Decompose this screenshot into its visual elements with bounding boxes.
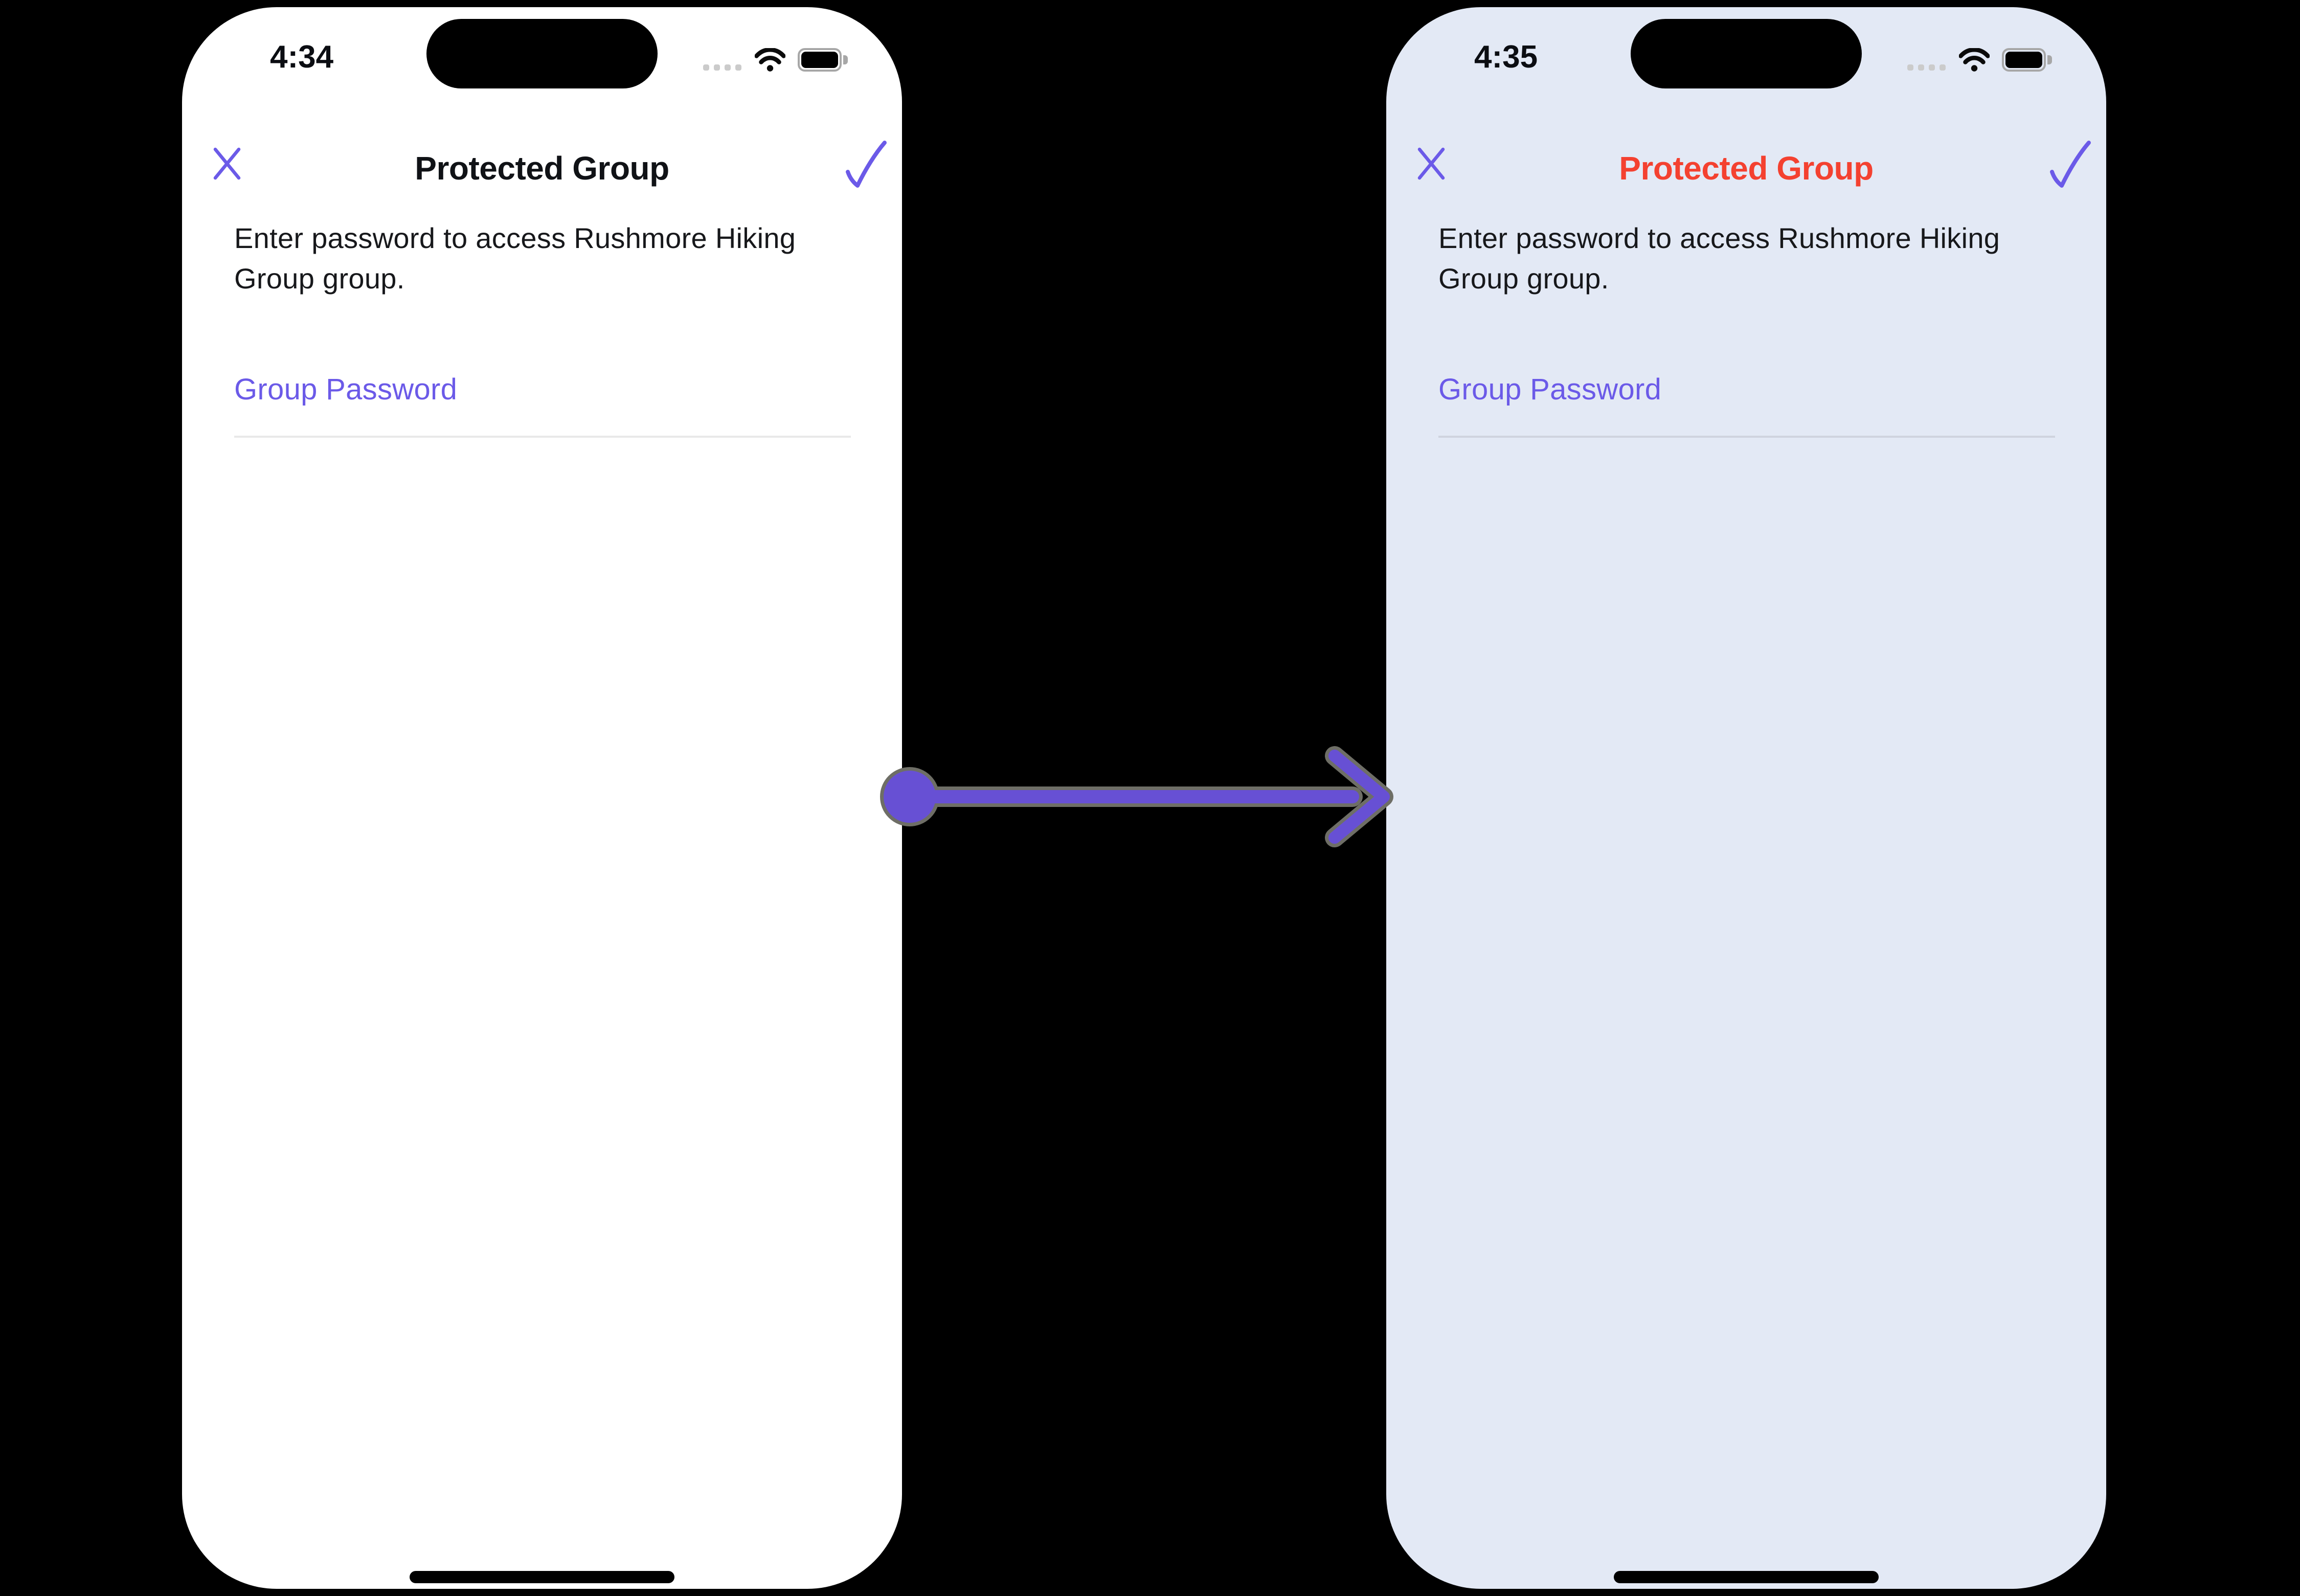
battery-icon	[2002, 48, 2052, 72]
confirm-check-icon[interactable]	[845, 139, 888, 191]
status-bar: 4:35	[1386, 7, 2106, 104]
battery-icon	[798, 48, 848, 72]
cellular-signal-dots-icon	[1907, 64, 1946, 71]
description-text: Enter password to access Rushmore Hiking…	[1438, 222, 2000, 295]
page-title: Protected Group	[415, 150, 669, 187]
status-icons	[1907, 48, 2052, 72]
close-icon[interactable]	[212, 146, 242, 181]
wifi-icon	[755, 48, 785, 72]
dynamic-island	[426, 19, 658, 88]
cellular-signal-dots-icon	[703, 64, 741, 71]
page-title: Protected Group	[1619, 150, 1874, 187]
dynamic-island	[1631, 19, 1862, 88]
status-bar: 4:34	[182, 7, 902, 104]
confirm-check-icon[interactable]	[2049, 139, 2092, 191]
group-password-label: Group Password	[1438, 373, 1662, 406]
description-text: Enter password to access Rushmore Hiking…	[234, 222, 796, 295]
home-indicator[interactable]	[410, 1571, 674, 1583]
close-icon[interactable]	[1416, 146, 1447, 181]
group-password-field[interactable]: Group Password	[234, 372, 851, 439]
group-password-label: Group Password	[234, 373, 458, 406]
transition-arrow	[880, 746, 1393, 847]
home-indicator[interactable]	[1614, 1571, 1879, 1583]
field-underline	[234, 436, 851, 438]
status-time: 4:35	[1474, 39, 1538, 75]
status-time: 4:34	[270, 39, 334, 75]
group-password-field[interactable]: Group Password	[1438, 372, 2055, 439]
status-icons	[703, 48, 848, 72]
phone-after: 4:35 Protected Group Enter pas	[1386, 7, 2106, 1589]
field-underline	[1438, 436, 2055, 438]
wifi-icon	[1959, 48, 1990, 72]
phone-before: 4:34 Protected Group Enter pas	[182, 7, 902, 1589]
